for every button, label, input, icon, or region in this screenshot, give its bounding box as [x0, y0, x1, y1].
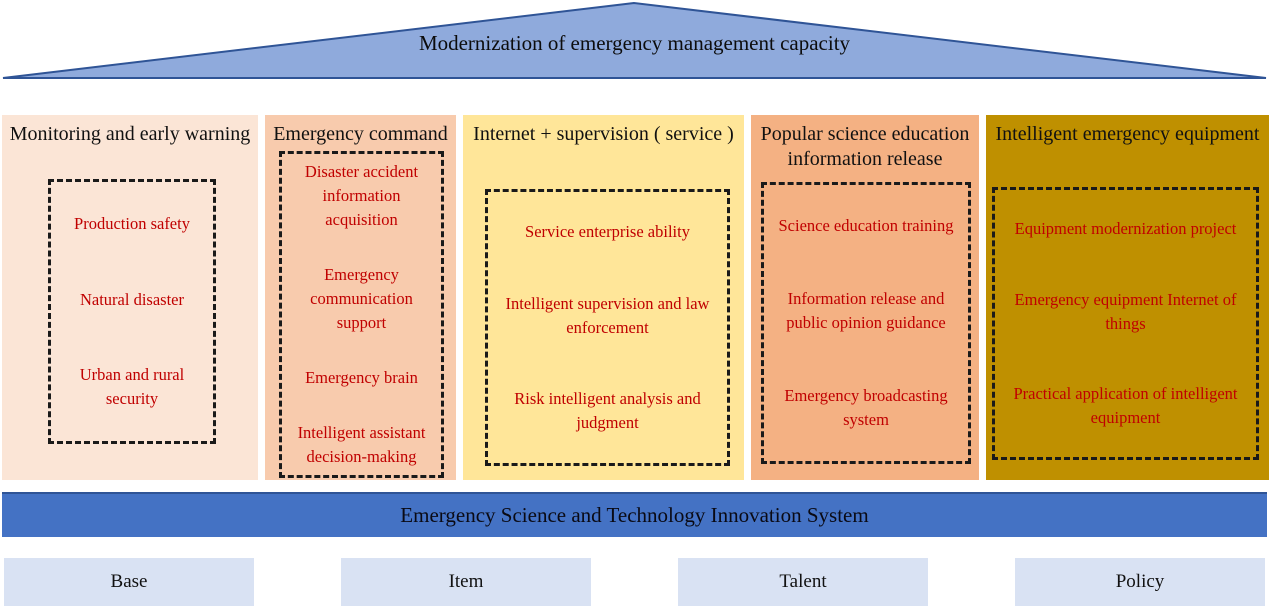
foundation-label: Base [110, 571, 148, 592]
column-header: Intelligent emergency equipment [995, 123, 1260, 145]
capability-item: Disaster accident information acquisitio… [304, 162, 419, 229]
capability-list: Equipment modernization project Emergenc… [992, 187, 1259, 460]
capability-list: Service enterprise ability Intelligent s… [485, 189, 730, 466]
foundation-box-policy: Policy [1015, 558, 1265, 606]
capability-item: Urban and rural security [79, 365, 185, 409]
capability-list: Disaster accident information acquisitio… [279, 151, 444, 478]
capability-item: Practical application of intelligent equ… [1013, 383, 1238, 427]
roof-banner: Modernization of emergency management ca… [0, 0, 1269, 82]
column-intelligent-equipment: Intelligent emergency equipment Equipmen… [986, 115, 1269, 480]
capability-item: Emergency communication support [310, 265, 413, 332]
column-header: Monitoring and early warning [9, 123, 251, 145]
column-header: Emergency command [273, 123, 448, 145]
foundation-label: Policy [1115, 571, 1165, 592]
capability-item: Emergency equipment Internet of things [1014, 289, 1237, 333]
capability-item: Science education training [778, 215, 954, 235]
foundation-label: Item [448, 571, 484, 592]
column-science-education-release: Popular science education information re… [751, 115, 979, 480]
column-header: Popular science education information re… [760, 123, 970, 170]
innovation-system-label: Emergency Science and Technology Innovat… [400, 503, 869, 527]
roof-triangle-svg [2, 1, 1267, 79]
capability-columns: Monitoring and early warning Production … [2, 115, 1269, 480]
capability-item: Natural disaster [79, 289, 184, 309]
capability-item: Intelligent assistant decision-making [297, 423, 426, 467]
capability-item: Equipment modernization project [1014, 219, 1237, 239]
foundation-row: Base Item Talent Policy [4, 558, 1265, 606]
capability-item: Emergency brain [305, 368, 418, 387]
capability-item: Intelligent supervision and law enforcem… [505, 293, 710, 337]
capability-item: Service enterprise ability [525, 221, 690, 241]
foundation-label: Talent [779, 571, 827, 592]
diagram-title: Modernization of emergency management ca… [418, 31, 851, 55]
capability-item: Risk intelligent analysis and judgment [514, 389, 701, 433]
capability-list: Production safety Natural disaster Urban… [48, 179, 216, 444]
foundation-box-base: Base [4, 558, 254, 606]
column-header: Internet + supervision ( service ) [473, 123, 734, 145]
column-monitoring-early-warning: Monitoring and early warning Production … [2, 115, 258, 480]
capability-item: Production safety [74, 213, 190, 233]
roof-triangle-shape [2, 1, 1267, 79]
column-emergency-command: Emergency command Disaster accident info… [265, 115, 456, 480]
foundation-box-talent: Talent [678, 558, 928, 606]
foundation-box-item: Item [341, 558, 591, 606]
column-internet-supervision: Internet + supervision ( service ) Servi… [463, 115, 744, 480]
capability-item: Emergency broadcasting system [784, 386, 948, 430]
capability-list: Science education training Information r… [761, 182, 971, 464]
innovation-system-bar: Emergency Science and Technology Innovat… [2, 492, 1267, 537]
capability-item: Information release and public opinion g… [786, 289, 946, 333]
